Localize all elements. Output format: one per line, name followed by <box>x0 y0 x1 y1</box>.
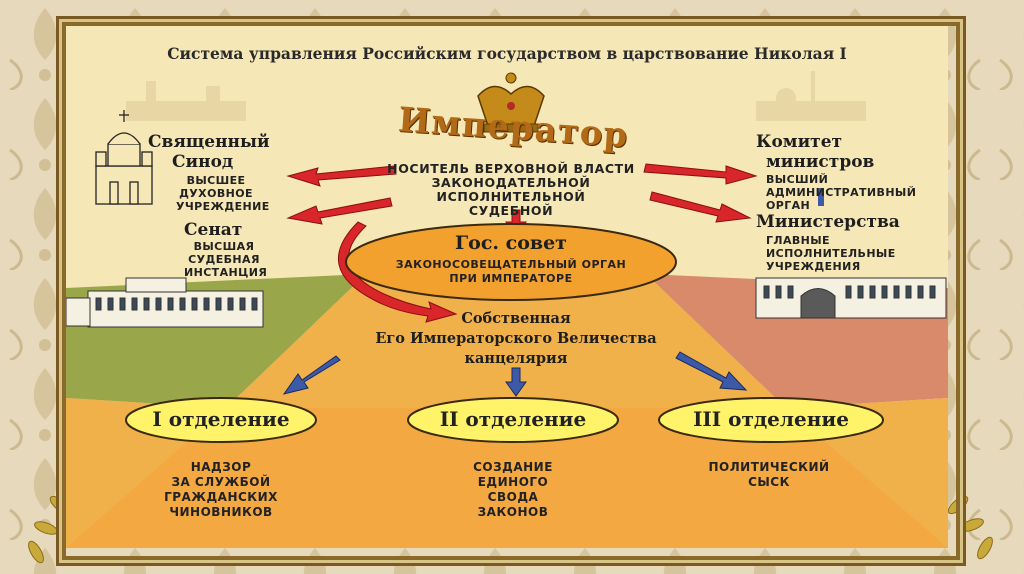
synod-name: Священный Синод <box>148 132 270 172</box>
synod-desc-line: ДУХОВНОЕ <box>179 187 253 200</box>
arrow-to-committee-icon <box>643 163 758 185</box>
committee-description: ВЫСШИЙ АДМИНИСТРАТИВНЫЙ ОРГАН <box>766 173 916 212</box>
dept2-name: II отделение <box>439 407 587 431</box>
arrow-to-dept2-icon <box>505 367 527 397</box>
council-description: ЗАКОНОСОВЕЩАТЕЛЬНЫЙ ОРГАН ПРИ ИМПЕРАТОРЕ <box>366 258 656 286</box>
dept1-oval <box>125 397 317 443</box>
senate-desc-line: ВЫСШАЯ <box>193 240 255 253</box>
arrow-to-ministries-icon <box>649 191 752 223</box>
dept2-oval <box>407 397 619 443</box>
synod-desc-line: УЧРЕЖДЕНИЕ <box>176 200 270 213</box>
synod-description: ВЫСШЕЕ ДУХОВНОЕ УЧРЕЖДЕНИЕ <box>176 174 270 213</box>
blue-arrows <box>282 351 748 397</box>
laurel-ornament-icon <box>28 495 993 564</box>
council-oval <box>345 223 677 301</box>
ministries-desc-line: УЧРЕЖДЕНИЯ <box>766 260 861 273</box>
chancellery-line: Его Императорского Величества <box>375 330 657 347</box>
emperor-power-line: СУДЕБНОЙ <box>468 203 554 218</box>
picture-frame <box>62 22 960 560</box>
dept3-name: III отделение <box>693 407 849 431</box>
emperor-power-line: ЗАКОНОДАТЕЛЬНОЙ <box>431 175 591 190</box>
senate-desc-line: ИНСТАНЦИЯ <box>184 266 268 279</box>
council-name: Гос. совет <box>455 232 567 254</box>
arrow-to-synod-icon <box>286 165 397 187</box>
dept1-desc-line: ГРАЖДАНСКИХ <box>164 490 278 504</box>
synod-desc-line: ВЫСШЕЕ <box>186 174 246 187</box>
committee-name-line: Комитет <box>756 132 843 152</box>
dept3-oval <box>658 397 884 443</box>
dept2-desc-line: ЕДИНОГО <box>477 475 549 489</box>
dept2-desc-line: СВОДА <box>487 490 539 504</box>
committee-desc-line: ВЫСШИЙ <box>766 173 829 186</box>
dept1-desc-line: ЗА СЛУЖБОЙ <box>171 475 271 489</box>
committee-desc-line: АДМИНИСТРАТИВНЫЙ <box>766 186 917 199</box>
dept2-desc-line: ЗАКОНОВ <box>477 505 549 519</box>
senate-name: Сенат <box>184 220 243 240</box>
dept3-desc-line: СЫСК <box>748 475 790 489</box>
dept2-desc-line: СОЗДАНИЕ <box>473 460 553 474</box>
ministries-desc-line: ГЛАВНЫЕ <box>766 234 830 247</box>
diagram-stage: Система управления Российским государств… <box>66 26 948 548</box>
ministries-building-icon <box>755 277 947 319</box>
connector-bar <box>818 188 824 206</box>
dept1-desc-line: НАДЗОР <box>190 460 252 474</box>
arrow-to-dept1-icon <box>282 355 341 395</box>
diagram-title: Система управления Российским государств… <box>167 44 847 63</box>
city-skyline-icon <box>126 71 866 121</box>
arrow-to-dept3-icon <box>675 351 748 391</box>
dept1-name: I отделение <box>152 407 290 431</box>
committee-name-line: министров <box>766 152 875 172</box>
senate-description: ВЫСШАЯ СУДЕБНАЯ ИНСТАНЦИЯ <box>184 240 268 279</box>
red-arrows <box>286 163 758 323</box>
chancellery-name: Собственная Его Императорского Величеств… <box>306 309 726 369</box>
synod-name-line: Синод <box>172 152 234 172</box>
church-icon <box>95 110 153 205</box>
dept2-description: СОЗДАНИЕ ЕДИНОГО СВОДА ЗАКОНОВ <box>428 460 598 520</box>
chancellery-line: канцелярия <box>464 350 568 367</box>
arrow-to-senate-icon <box>286 197 393 225</box>
emperor-power-line: ИСПОЛНИТЕЛЬНОЙ <box>436 189 586 204</box>
dept3-description: ПОЛИТИЧЕСКИЙ СЫСК <box>684 460 854 490</box>
dept3-desc-line: ПОЛИТИЧЕСКИЙ <box>708 460 830 474</box>
committee-desc-line: ОРГАН <box>766 199 811 212</box>
emperor-powers: НОСИТЕЛЬ ВЕРХОВНОЙ ВЛАСТИ ЗАКОНОДАТЕЛЬНО… <box>366 162 656 218</box>
ministries-name: Министерства <box>756 212 900 232</box>
chancellery-line: Собственная <box>461 310 571 327</box>
senate-desc-line: СУДЕБНАЯ <box>188 253 260 266</box>
council-desc-line: ЗАКОНОСОВЕЩАТЕЛЬНЫЙ ОРГАН <box>395 258 627 271</box>
committee-name: Комитет министров <box>756 132 874 172</box>
dept1-desc-line: ЧИНОВНИКОВ <box>169 505 273 519</box>
synod-name-line: Священный <box>148 132 270 152</box>
ministries-description: ГЛАВНЫЕ ИСПОЛНИТЕЛЬНЫЕ УЧРЕЖДЕНИЯ <box>766 234 896 273</box>
crown-icon <box>477 72 545 133</box>
council-desc-line: ПРИ ИМПЕРАТОРЕ <box>449 272 573 285</box>
dept1-description: НАДЗОР ЗА СЛУЖБОЙ ГРАЖДАНСКИХ ЧИНОВНИКОВ <box>136 460 306 520</box>
ministries-desc-line: ИСПОЛНИТЕЛЬНЫЕ <box>766 247 896 260</box>
senate-building-icon <box>66 277 264 328</box>
scene-background <box>66 26 948 548</box>
emperor-power-line: НОСИТЕЛЬ ВЕРХОВНОЙ ВЛАСТИ <box>387 161 635 176</box>
